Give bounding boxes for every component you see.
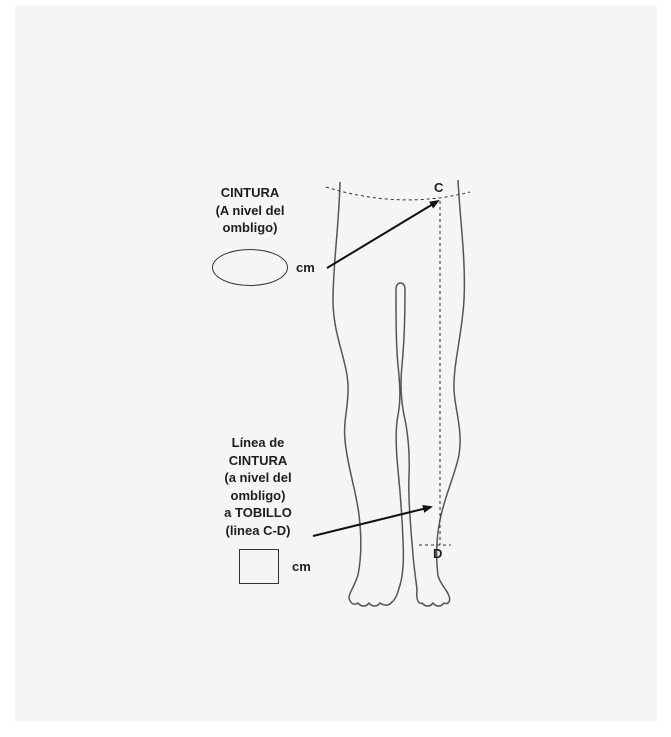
- length-unit: cm: [292, 558, 311, 575]
- waist-label-line: ombligo): [190, 219, 310, 237]
- length-label-line: ombligo): [198, 487, 318, 505]
- crotch-outline: [396, 283, 405, 290]
- point-c-label: C: [434, 179, 443, 196]
- waist-unit: cm: [296, 259, 315, 276]
- length-label: Línea de CINTURA (a nivel del ombligo) a…: [198, 434, 318, 540]
- length-label-line: (a nivel del: [198, 469, 318, 487]
- length-measurement-field[interactable]: [239, 549, 279, 584]
- right-leg-outline: [401, 180, 464, 606]
- waist-label: CINTURA (A nivel del ombligo): [190, 184, 310, 237]
- waist-label-line: CINTURA: [190, 184, 310, 202]
- length-label-line: Línea de: [198, 434, 318, 452]
- length-arrow: [313, 507, 431, 536]
- waist-label-line: (A nivel del: [190, 202, 310, 220]
- length-label-line: (linea C-D): [198, 522, 318, 540]
- length-label-line: CINTURA: [198, 452, 318, 470]
- waist-arrow: [327, 201, 438, 268]
- point-d-label: D: [433, 545, 442, 562]
- waist-measurement-field[interactable]: [212, 249, 288, 286]
- left-leg-outline: [333, 182, 403, 606]
- waist-dashed-line: [326, 187, 470, 200]
- length-label-line: a TOBILLO: [198, 504, 318, 522]
